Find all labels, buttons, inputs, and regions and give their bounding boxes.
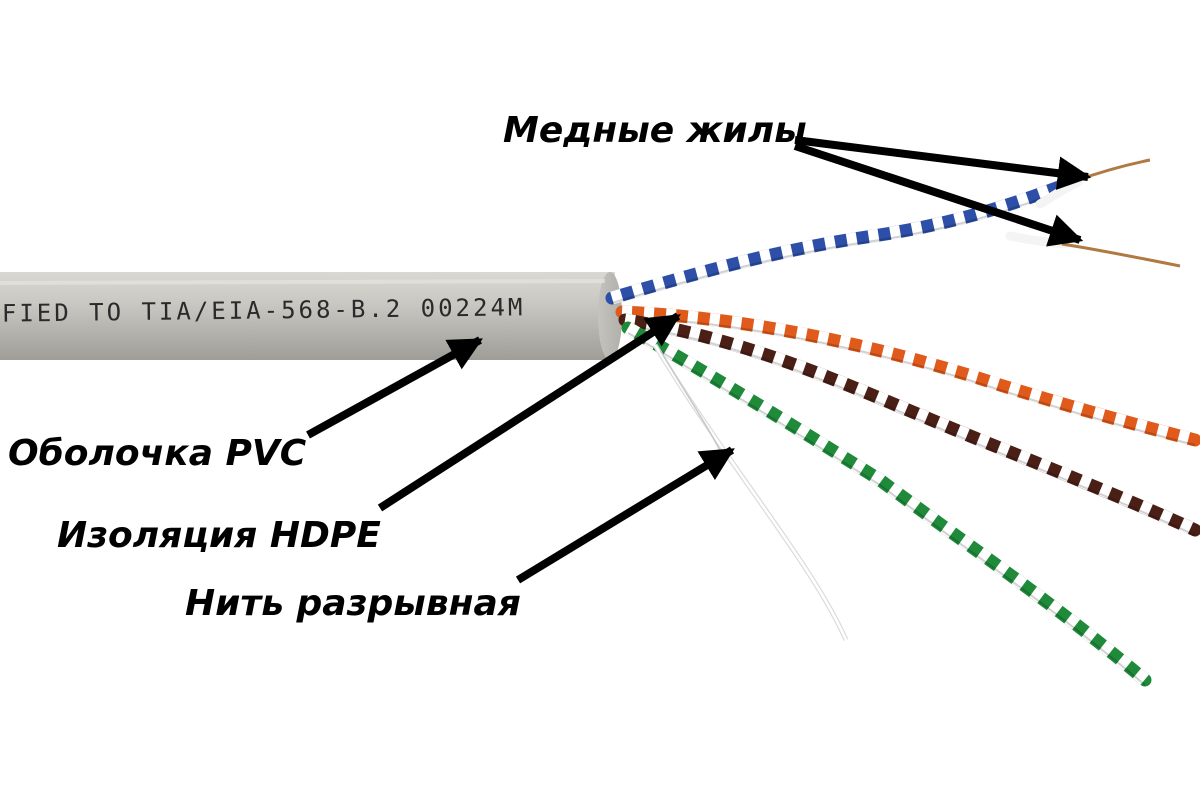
label-copper-conductors: Медные жилы xyxy=(503,110,807,151)
twisted-pairs xyxy=(605,175,1200,687)
label-pvc-jacket: Оболочка PVC xyxy=(8,433,307,474)
ripcord-thread xyxy=(652,343,849,642)
arrows xyxy=(306,136,1092,584)
copper-wire-lower xyxy=(1061,242,1181,268)
ripcord-arrow xyxy=(515,446,735,584)
jacket-highlight xyxy=(0,279,606,285)
pair-green xyxy=(621,321,1152,687)
pair-green-white-wire xyxy=(624,322,1150,685)
pair-green-shadow xyxy=(627,332,1146,686)
pair-brown xyxy=(618,313,1200,537)
pair-orange xyxy=(615,305,1200,447)
pair-green-wire xyxy=(621,321,1152,687)
pair-blue-white-wire xyxy=(610,175,1075,305)
copper-arrow-lower xyxy=(793,142,1084,247)
pvc-jacket: FIED TO TIA/EIA-568-B.2 00224M xyxy=(0,272,622,360)
pair-brown-shadow xyxy=(624,324,1196,536)
jacket-body xyxy=(0,272,615,360)
copper-arrow-upper xyxy=(794,136,1092,190)
pair-brown-white-wire xyxy=(624,313,1198,536)
pair-blue xyxy=(605,175,1079,305)
label-ripcord: Нить разрывная xyxy=(185,583,521,624)
pvc-arrow xyxy=(306,336,483,439)
pair-orange-shadow xyxy=(621,316,1196,446)
label-hdpe-insulation: Изоляция HDPE xyxy=(57,515,381,556)
pair-orange-white-wire xyxy=(621,305,1197,447)
insulated-wire-end-2 xyxy=(1005,231,1069,249)
jacket-print-text: FIED TO TIA/EIA-568-B.2 00224M xyxy=(2,293,526,327)
hdpe-arrow xyxy=(377,312,681,512)
